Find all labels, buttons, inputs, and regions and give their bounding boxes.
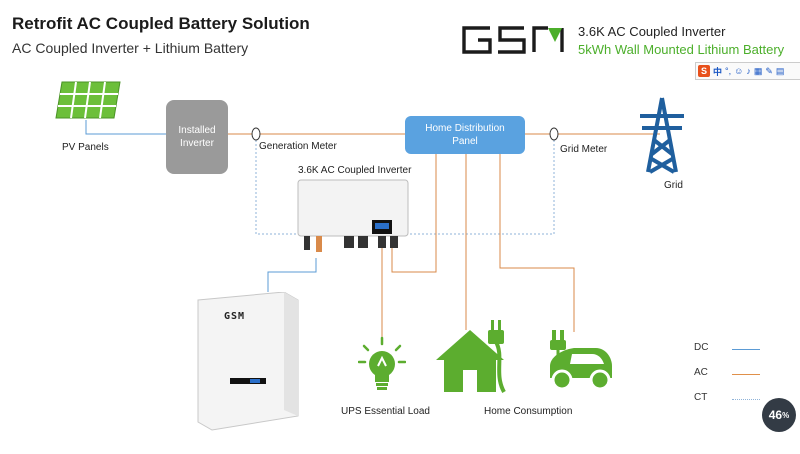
- legend-ac-line: [732, 374, 760, 375]
- ime-language-toggle[interactable]: 中: [713, 66, 723, 77]
- legend-ac-label: AC: [694, 367, 708, 378]
- battery-logo: GSM: [224, 311, 246, 322]
- ac-coupled-inverter-label: 3.6K AC Coupled Inverter: [298, 165, 412, 176]
- page-subtitle: AC Coupled Inverter + Lithium Battery: [12, 40, 249, 56]
- progress-badge[interactable]: 46%: [762, 398, 796, 432]
- legend-dc-line: [732, 349, 760, 350]
- dc-line-battery: [267, 258, 317, 292]
- skin-icon[interactable]: ✎: [765, 65, 773, 76]
- installed-inverter-label: Installed Inverter: [178, 125, 216, 149]
- ups-essential-load-label: UPS Essential Load: [341, 406, 430, 417]
- home-distribution-panel-label: Home Distribution Panel: [425, 123, 505, 147]
- legend-dc-label: DC: [694, 342, 709, 353]
- dc-line-pv: [85, 120, 166, 135]
- progress-badge-value: 46: [768, 408, 783, 422]
- lightbulb-icon: [358, 336, 406, 390]
- product-line-inverter: 3.6K AC Coupled Inverter: [578, 24, 726, 39]
- ct-line-grid: [410, 140, 555, 235]
- sogou-icon[interactable]: S: [698, 65, 710, 77]
- ct-line-generation: [255, 140, 298, 235]
- ac-line-inverter-panel: [391, 154, 437, 273]
- installed-inverter-box: Installed Inverter: [166, 100, 228, 174]
- grid-label: Grid: [664, 180, 683, 191]
- page-title: Retrofit AC Coupled Battery Solution: [12, 14, 310, 33]
- ime-toolbar[interactable]: S 中 °, ☺ ♪ ▦ ✎ ▤: [695, 62, 800, 80]
- menu-icon[interactable]: ▤: [775, 65, 785, 76]
- home-distribution-panel-box: Home Distribution Panel: [405, 116, 525, 154]
- legend-ct-line: [732, 399, 760, 400]
- pv-panels-label: PV Panels: [62, 142, 109, 153]
- power-pylon-icon: [640, 97, 684, 174]
- keyboard-icon[interactable]: ▦: [753, 65, 763, 76]
- generation-meter-label: Generation Meter: [259, 141, 337, 152]
- grid-meter-label: Grid Meter: [560, 144, 608, 155]
- ac-coupled-inverter-device: [297, 179, 409, 252]
- solar-panel-icon: [55, 81, 121, 119]
- product-line-battery: 5kWh Wall Mounted Lithium Battery: [578, 42, 785, 57]
- house-plug-icon: [436, 320, 506, 393]
- legend-ct-label: CT: [694, 392, 708, 403]
- lithium-battery-device: [197, 292, 299, 431]
- microphone-icon[interactable]: ♪: [746, 66, 751, 76]
- punctuation-icon[interactable]: °,: [725, 66, 732, 76]
- progress-badge-unit: %: [782, 410, 790, 420]
- grid-meter-icon: [549, 127, 559, 141]
- emoji-icon[interactable]: ☺: [734, 66, 744, 76]
- home-consumption-label: Home Consumption: [484, 406, 573, 417]
- electric-car-icon: [550, 330, 612, 391]
- generation-meter-icon: [251, 127, 261, 141]
- gsm-logo: [462, 26, 564, 54]
- ac-line-ev: [499, 154, 575, 332]
